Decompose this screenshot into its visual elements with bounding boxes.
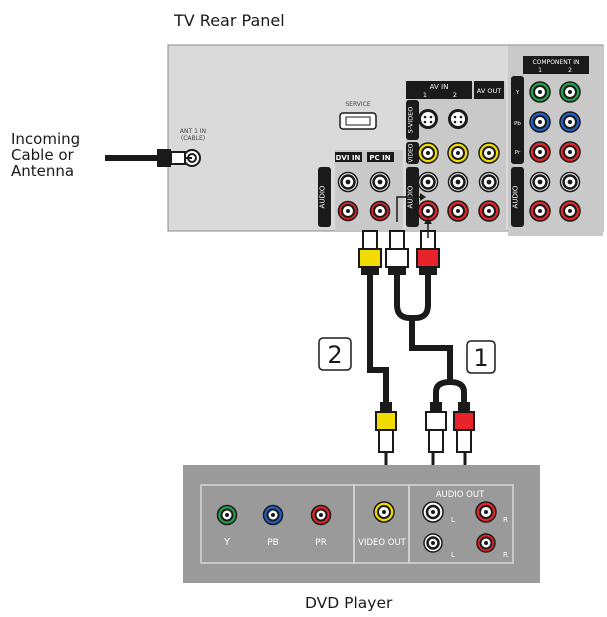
- av-in-col-2: 2: [453, 91, 457, 99]
- dvd-audio-2-l-jack[interactable]: [423, 533, 443, 553]
- dvd-player-title: DVD Player: [305, 594, 393, 612]
- pc-in-badge: [367, 152, 394, 162]
- component-pr-label: Pr: [515, 150, 521, 156]
- audio-label-component: AUDIO: [512, 185, 520, 208]
- component-1-y-jack[interactable]: [529, 81, 551, 103]
- component-y-label: Y: [515, 90, 520, 96]
- antenna-cable: [105, 149, 192, 167]
- dvd-audio-r-label-1: R: [503, 516, 508, 524]
- dvd-pb-label: PB: [267, 538, 279, 548]
- dvd-pr-label: PR: [315, 538, 327, 548]
- audio-cable: [385, 193, 488, 500]
- dvd-y-jack[interactable]: [216, 504, 238, 526]
- av-out-video-jack[interactable]: [478, 142, 500, 164]
- dvi-audio-l-jack[interactable]: [337, 171, 359, 193]
- video-plug-dvd: [375, 402, 397, 453]
- dvi-in-label: DVI IN: [336, 154, 361, 162]
- audio-badge-component: [511, 167, 524, 227]
- antenna-label-line-3: Antenna: [11, 162, 75, 180]
- dvd-panel: Y PB PR VIDEO OUT AUDIO OUT L R L R: [183, 465, 540, 583]
- dvi-in-badge: [335, 152, 362, 162]
- tv-rear-panel-title: TV Rear Panel: [174, 11, 285, 30]
- dvd-y-label: Y: [223, 537, 231, 548]
- component-col-2: 2: [568, 67, 572, 74]
- av-in-1-video-jack[interactable]: [417, 142, 439, 164]
- component-1-pr-jack[interactable]: [529, 141, 551, 163]
- ant-label-2: (CABLE): [181, 135, 205, 142]
- dvd-audio-out-r-jack[interactable]: [475, 501, 497, 523]
- av-out-header: [474, 81, 504, 99]
- step-1-label: 1: [473, 344, 488, 372]
- service-port[interactable]: [339, 112, 377, 130]
- tv-panel: SERVICE ANT 1 IN (CABLE) DVI IN PC IN AU…: [167, 44, 604, 236]
- component-2-audio-r-jack[interactable]: [559, 200, 581, 222]
- audio-r-plug-tv: [416, 230, 440, 275]
- dvd-audio-2-r-jack[interactable]: [476, 533, 496, 553]
- step-1-marker: 1: [466, 340, 496, 374]
- audio-l-plug-dvd: [425, 402, 447, 453]
- av-out-label: AV OUT: [477, 87, 501, 95]
- av-in-col-1: 1: [423, 91, 427, 99]
- av-in-2-audio-l-jack[interactable]: [447, 171, 469, 193]
- component-2-audio-l-jack[interactable]: [559, 171, 581, 193]
- component-1-pb-jack[interactable]: [529, 111, 551, 133]
- component-col-1: 1: [538, 67, 542, 74]
- dvi-audio-r-jack[interactable]: [337, 200, 359, 222]
- step-2-label: 2: [327, 341, 342, 369]
- component-2-pr-jack[interactable]: [559, 141, 581, 163]
- component-in-label: COMPONENT IN: [532, 59, 579, 66]
- dvd-audio-l-label-2: L: [451, 551, 455, 559]
- av-in-2-audio-r-jack[interactable]: [447, 200, 469, 222]
- dvd-audio-out-label: AUDIO OUT: [436, 490, 485, 500]
- component-2-y-jack[interactable]: [559, 81, 581, 103]
- service-label: SERVICE: [345, 101, 371, 108]
- dvd-audio-l-label-1: L: [451, 516, 455, 524]
- av-out-audio-r-jack[interactable]: [478, 200, 500, 222]
- svideo-jack-1[interactable]: [418, 109, 438, 129]
- audio-l-plug-tv: [385, 230, 409, 275]
- component-1-audio-l-jack[interactable]: [529, 171, 551, 193]
- video-plug-tv: [358, 230, 382, 275]
- dvd-audio-out-l-jack[interactable]: [422, 501, 444, 523]
- component-1-audio-r-jack[interactable]: [529, 200, 551, 222]
- dvd-pb-jack[interactable]: [262, 504, 284, 526]
- component-badge: [511, 76, 524, 164]
- video-badge: [406, 142, 419, 164]
- av-in-1-audio-l-jack[interactable]: [417, 171, 439, 193]
- av-out-audio-l-jack[interactable]: [478, 171, 500, 193]
- video-label: VIDEO: [408, 143, 415, 162]
- audio-badge-left: [318, 167, 331, 227]
- av-in-label: AV IN: [430, 83, 449, 91]
- component-in-header: [523, 56, 589, 74]
- antenna-label-line-2: Cable or: [11, 146, 74, 164]
- pc-audio-l-jack[interactable]: [369, 171, 391, 193]
- antenna-label-line-1: Incoming: [11, 130, 81, 148]
- insert-arrows: [396, 193, 432, 238]
- audio-r-plug-dvd: [453, 402, 475, 453]
- component-2-pb-jack[interactable]: [559, 111, 581, 133]
- av-in-2-video-jack[interactable]: [447, 142, 469, 164]
- audio-label-left: AUDIO: [319, 185, 327, 208]
- dvd-video-out-jack[interactable]: [373, 501, 395, 523]
- dvd-video-out-label: VIDEO OUT: [358, 538, 407, 548]
- pc-audio-r-jack[interactable]: [369, 200, 391, 222]
- pc-in-label: PC IN: [369, 154, 390, 162]
- av-in-header: [406, 81, 472, 99]
- ant-label-1: ANT 1 IN: [180, 128, 206, 135]
- dvd-pr-jack[interactable]: [310, 504, 332, 526]
- step-2-marker: 2: [318, 337, 352, 371]
- component-pb-label: Pb: [514, 121, 521, 127]
- svideo-jack-2[interactable]: [448, 109, 468, 129]
- svideo-label: S-VIDEO: [407, 107, 415, 134]
- antenna-label: Incoming Cable or Antenna: [11, 131, 80, 179]
- svideo-badge: [406, 100, 419, 140]
- dvd-audio-r-label-2: R: [503, 551, 508, 559]
